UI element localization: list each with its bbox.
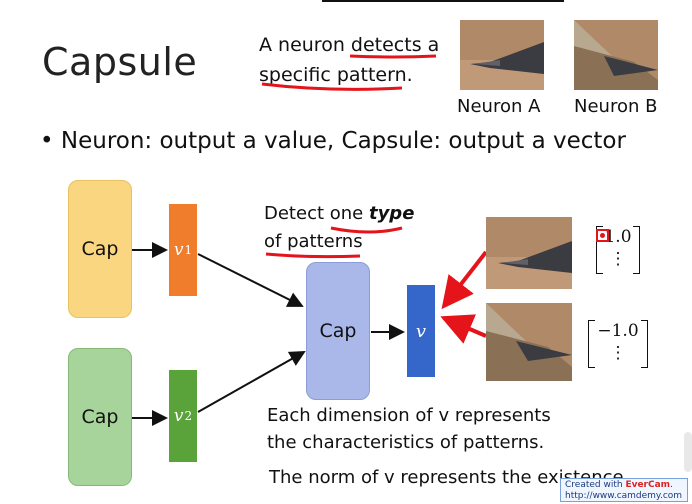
evercam-watermark: Created with EverCam. http://www.camdemy…	[560, 478, 688, 502]
matrix-vector-1: 1.0 ⋮	[596, 226, 640, 274]
neuron-a-image	[460, 20, 544, 90]
vector-v2-symbol: v	[173, 406, 184, 426]
bullet-text: Neuron: output a value, Capsule: output …	[60, 128, 626, 154]
underline-detects	[349, 54, 437, 59]
pattern-image-2	[486, 303, 572, 381]
matrix-1-ellipsis: ⋮	[609, 249, 627, 269]
matrix-2-left-bracket	[588, 320, 595, 368]
capsule-output: Cap	[306, 262, 370, 400]
neuron-b-label: Neuron B	[574, 96, 658, 117]
description-line3: The norm of v represents the existence.	[269, 467, 630, 488]
bullet-marker: •	[40, 128, 54, 154]
description-line2: the characteristics of patterns.	[267, 432, 545, 453]
description-line1: Each dimension of v represents	[267, 405, 551, 426]
pattern-image-1	[486, 217, 572, 289]
detect-note: Detect one type of patterns	[264, 200, 414, 256]
matrix-2-ellipsis: ⋮	[609, 343, 627, 363]
watermark-suffix: .	[670, 480, 673, 490]
vector-v-output-symbol: v	[415, 320, 427, 342]
underline-one-type	[330, 226, 403, 234]
matrix-1-top-value: 1.0	[604, 227, 632, 247]
underline-specific-pattern	[261, 82, 403, 91]
detect-note-type: type	[368, 203, 415, 224]
v1-to-cap-arrow	[197, 253, 304, 307]
matrix-2-top-value: −1.0	[597, 321, 639, 341]
vector-v-output: v	[407, 285, 435, 377]
detect-note-line2: of patterns	[264, 231, 363, 252]
matrix-2-right-bracket	[641, 320, 648, 368]
scrollbar-stub[interactable]	[684, 432, 692, 472]
neuron-a-bird-photo	[460, 20, 544, 90]
top-rule	[322, 0, 564, 2]
detect-note-prefix: Detect one	[264, 203, 369, 224]
pattern-2-bird-photo	[486, 303, 572, 381]
v2-to-cap-arrow	[197, 351, 306, 413]
capsule-2-label: Cap	[81, 406, 119, 428]
bullet-point: • Neuron: output a value, Capsule: outpu…	[40, 128, 626, 154]
neuron-note-line2: specific pattern.	[259, 64, 413, 86]
vector-v2-index: 2	[184, 409, 193, 423]
matrix-1-left-bracket	[596, 226, 603, 274]
capsule-2: Cap	[68, 348, 132, 486]
neuron-a-label: Neuron A	[457, 96, 541, 117]
pattern-1-bird-photo	[486, 217, 572, 289]
vector-v1-index: 1	[184, 243, 193, 257]
cursor-marker-icon	[596, 229, 609, 242]
matrix-vector-2: −1.0 ⋮	[588, 320, 648, 368]
vector-v1-symbol: v	[173, 240, 184, 260]
underline-of-patterns	[265, 252, 361, 259]
watermark-url: http://www.camdemy.com	[565, 491, 683, 501]
detect-note-line1: Detect one type	[264, 200, 414, 228]
red-arrow-bottom	[440, 314, 487, 344]
slide-title: Capsule	[42, 40, 198, 84]
neuron-note-line1: A neuron detects a	[259, 34, 440, 56]
watermark-prefix: Created with	[565, 480, 626, 490]
description: Each dimension of v represents the chara…	[267, 402, 551, 456]
capsule-1-label: Cap	[81, 238, 119, 260]
capsule-1: Cap	[68, 180, 132, 318]
neuron-note: A neuron detects a specific pattern.	[259, 30, 439, 90]
neuron-b-bird-photo	[574, 20, 658, 90]
watermark-line1: Created with EverCam.	[565, 480, 683, 491]
neuron-b-image	[574, 20, 658, 90]
matrix-1-right-bracket	[633, 226, 640, 274]
capsule-output-label: Cap	[319, 320, 357, 342]
red-arrow-top	[441, 250, 488, 310]
watermark-brand: EverCam	[625, 480, 671, 490]
